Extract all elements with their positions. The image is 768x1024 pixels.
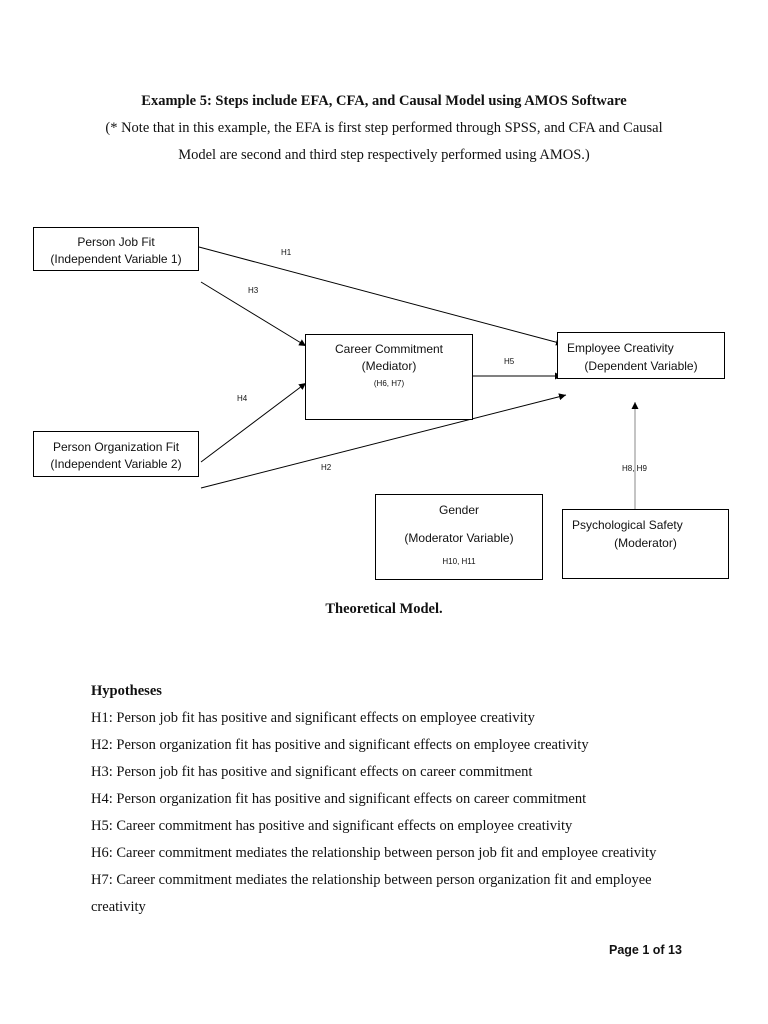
person-org-fit-box: Person Organization Fit (Independent Var…	[33, 431, 199, 477]
hypothesis-item-h1: H1: Person job fit has positive and sign…	[91, 710, 535, 726]
hypotheses-heading: Hypotheses	[91, 683, 162, 699]
hypothesis-item-h7-continuation: creativity	[91, 899, 146, 915]
hypothesis-item-h5: H5: Career commitment has positive and s…	[91, 818, 573, 834]
hypothesis-item-h6: H6: Career commitment mediates the relat…	[91, 845, 657, 861]
figure-caption: Theoretical Model.	[325, 601, 443, 617]
path-h4-label: H4	[237, 394, 248, 403]
gender-hypotheses: H10, H11	[442, 557, 476, 566]
note-line-1: (* Note that in this example, the EFA is…	[105, 120, 663, 136]
psych-safety-label: Psychological Safety	[572, 518, 683, 532]
hypothesis-item-h3: H3: Person job fit has positive and sign…	[91, 764, 533, 780]
career-commitment-box: Career Commitment (Mediator) (H6, H7)	[305, 334, 473, 420]
psych-safety-box: Psychological Safety (Moderator)	[562, 509, 729, 579]
gender-sublabel: (Moderator Variable)	[404, 531, 514, 545]
path-h1-arrow	[198, 246, 564, 346]
career-commitment-hypotheses: (H6, H7)	[373, 379, 405, 388]
hypothesis-item-h7: H7: Career commitment mediates the relat…	[91, 872, 652, 888]
path-h3-label: H3	[248, 286, 259, 295]
gender-label: Gender	[438, 503, 480, 517]
note-line-2: Model are second and third step respecti…	[178, 147, 590, 163]
person-org-fit-label: Person Organization Fit	[52, 440, 180, 454]
person-job-fit-label: Person Job Fit	[77, 235, 155, 249]
career-commitment-sublabel: (Mediator)	[361, 359, 417, 373]
person-job-fit-sublabel: (Independent Variable 1)	[50, 252, 182, 266]
career-commitment-label: Career Commitment	[334, 342, 444, 356]
path-h1-label: H1	[281, 248, 292, 257]
path-h2-label: H2	[321, 463, 332, 472]
path-h3-arrow	[200, 281, 307, 347]
page-number: Page 1 of 13	[609, 943, 682, 957]
person-job-fit-box: Person Job Fit (Independent Variable 1)	[33, 227, 199, 271]
employee-creativity-label: Employee Creativity	[567, 341, 674, 355]
gender-box: Gender (Moderator Variable) H10, H11	[375, 494, 543, 580]
path-h4-arrow	[200, 382, 307, 463]
employee-creativity-box: Employee Creativity (Dependent Variable)	[557, 332, 725, 379]
hypotheses-list: H1: Person job fit has positive and sign…	[91, 705, 691, 921]
hypothesis-item-h4: H4: Person organization fit has positive…	[91, 791, 587, 807]
path-h8-h9-label: H8, H9	[622, 464, 647, 473]
document-title: Example 5: Steps include EFA, CFA, and C…	[141, 93, 627, 109]
path-h2-arrow	[200, 393, 567, 489]
person-org-fit-sublabel: (Independent Variable 2)	[50, 457, 182, 471]
path-h5-label: H5	[504, 357, 515, 366]
model-diagram: H1 H3 H4 H2 H5 H8, H9	[198, 246, 647, 509]
hypothesis-item-h2: H2: Person organization fit has positive…	[91, 737, 589, 753]
employee-creativity-sublabel: (Dependent Variable)	[584, 359, 698, 373]
psych-safety-sublabel: (Moderator)	[614, 536, 677, 550]
